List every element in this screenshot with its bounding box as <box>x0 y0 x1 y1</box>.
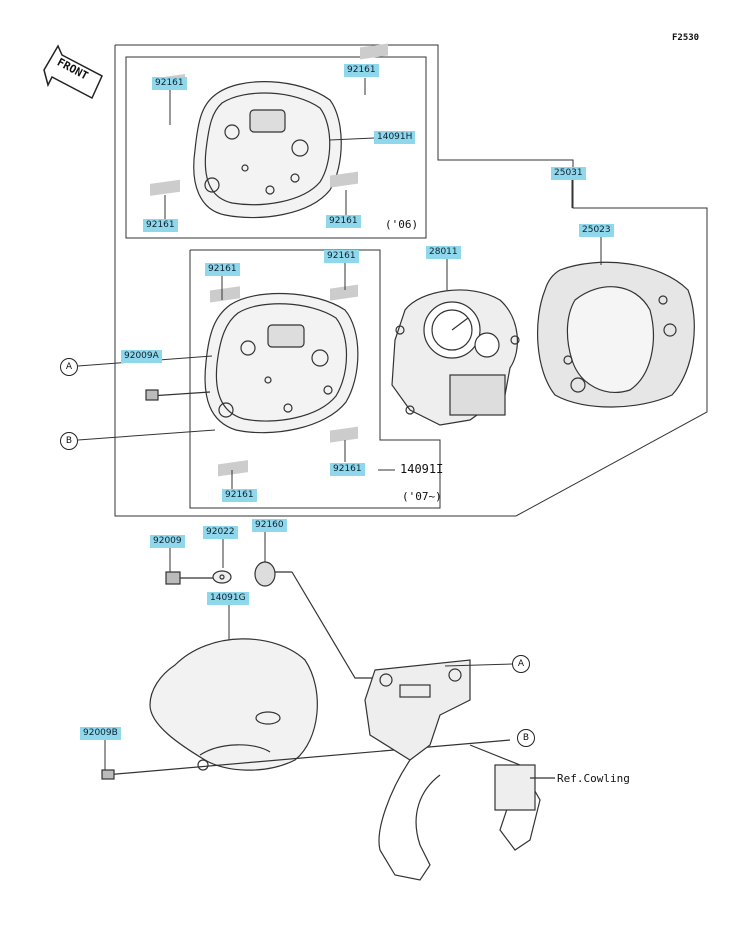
assembly-outline <box>114 44 708 517</box>
part-label-92009A[interactable]: 92009A <box>121 350 162 363</box>
part-label-14091H[interactable]: 14091H <box>374 131 416 144</box>
part-label-92161-top-right[interactable]: 92161 <box>344 64 379 77</box>
bottom-cover-drawing <box>101 638 511 780</box>
meter-assembly-drawing <box>391 289 520 426</box>
part-label-92160[interactable]: 92160 <box>252 519 287 532</box>
part-label-92161-mid-lower-right[interactable]: 92161 <box>330 463 365 476</box>
part-label-92009[interactable]: 92009 <box>150 535 185 548</box>
part-label-28011[interactable]: 28011 <box>426 246 461 259</box>
inset-box-06 <box>125 56 427 239</box>
year-label-06: ('06) <box>385 218 419 231</box>
callout-a-upper: A <box>60 358 78 376</box>
meter-cover-07-drawing <box>204 284 359 477</box>
part-label-92022[interactable]: 92022 <box>203 526 238 539</box>
year-label-07: ('07~) <box>402 490 442 503</box>
callout-b-lower: B <box>517 729 535 747</box>
inset-box-07 <box>189 249 441 509</box>
front-arrow-icon: FRONT <box>43 44 103 100</box>
part-label-92161-mid-upper-right[interactable]: 92161 <box>324 250 359 263</box>
bracket-drawing <box>364 659 555 881</box>
hardware-drawing <box>145 389 378 679</box>
part-label-92161-top-left[interactable]: 92161 <box>152 77 187 90</box>
part-label-25023[interactable]: 25023 <box>579 224 614 237</box>
ref-cowling-label: Ref.Cowling <box>557 772 630 785</box>
part-label-92009B[interactable]: 92009B <box>80 727 121 740</box>
callout-b-upper: B <box>60 432 78 450</box>
part-label-14091I: 14091I <box>400 462 444 476</box>
callout-a-lower: A <box>512 655 530 673</box>
part-label-92161-mid-bottom[interactable]: 92161 <box>222 489 257 502</box>
part-label-92161-top-lower-left[interactable]: 92161 <box>143 219 178 232</box>
part-label-14091G[interactable]: 14091G <box>207 592 249 605</box>
part-label-92161-mid-upper-left[interactable]: 92161 <box>205 263 240 276</box>
meter-face-drawing <box>537 261 695 408</box>
part-label-92161-top-lower-right[interactable]: 92161 <box>326 215 361 228</box>
part-label-25031[interactable]: 25031 <box>551 167 586 180</box>
figure-code: F2530 <box>672 33 700 43</box>
